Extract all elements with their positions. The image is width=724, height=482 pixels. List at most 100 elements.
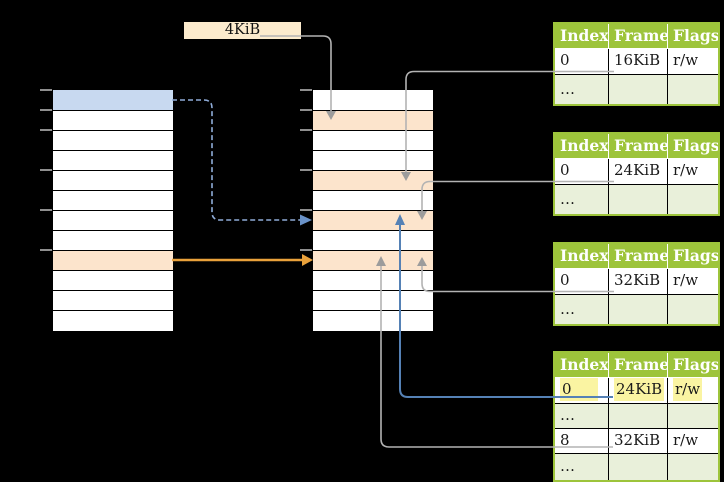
- highlighted-value: r/w: [673, 378, 703, 401]
- page-size-label: 4KiB: [183, 21, 302, 40]
- tick-mark: [300, 129, 312, 131]
- table-cell: [667, 454, 718, 480]
- tick-mark: [40, 129, 52, 131]
- table-header-cell: Index: [560, 136, 608, 155]
- arrow-virtual-blue-to-physical: [172, 99, 300, 221]
- table-cell: 0: [555, 378, 608, 403]
- table-cell: …: [555, 75, 608, 104]
- table-header-cell: Index: [560, 26, 608, 45]
- table-cell: 0: [560, 51, 570, 69]
- table-header-cell: Index: [560, 246, 608, 265]
- table-header-cell: Index: [560, 355, 608, 374]
- memory-row: [52, 109, 173, 130]
- memory-row: [52, 189, 173, 210]
- table-header-cell: Flags: [667, 24, 718, 48]
- memory-row: [52, 229, 173, 250]
- table-header-cell: Frame: [608, 134, 667, 158]
- memory-row: [52, 169, 173, 190]
- memory-row: [312, 189, 433, 210]
- tick-mark: [300, 109, 312, 111]
- table-cell: …: [555, 454, 608, 480]
- memory-row: [312, 129, 433, 150]
- table-cell: [608, 295, 667, 324]
- table-row: 0 24KiB r/w: [555, 378, 718, 403]
- table-cell: 32KiB: [608, 269, 667, 294]
- memory-row: [312, 89, 433, 110]
- table-cell: …: [555, 295, 608, 324]
- table-row: …: [555, 453, 718, 480]
- memory-row: [52, 289, 173, 310]
- table-header-cell: Flags: [667, 134, 718, 158]
- table-cell: r/w: [667, 378, 718, 403]
- memory-row: [312, 249, 433, 270]
- table-cell: [667, 75, 718, 104]
- table-row: …: [555, 403, 718, 428]
- table-cell: …: [555, 185, 608, 214]
- memory-row: [52, 89, 173, 110]
- table-cell: …: [555, 404, 608, 428]
- memory-row: [312, 309, 433, 330]
- table-cell: 0: [560, 271, 570, 289]
- memory-row: [312, 229, 433, 250]
- memory-row: [312, 289, 433, 310]
- tick-mark: [40, 169, 52, 171]
- table-cell: [608, 75, 667, 104]
- table-cell: r/w: [667, 269, 718, 294]
- table-cell: r/w: [667, 429, 718, 453]
- memory-row: [312, 209, 433, 230]
- table-cell: 32KiB: [608, 429, 667, 453]
- tick-mark: [40, 109, 52, 111]
- table-cell: [608, 185, 667, 214]
- memory-row: [52, 149, 173, 170]
- memory-row: [52, 129, 173, 150]
- tick-mark: [40, 209, 52, 211]
- table-header-cell: Frame: [608, 353, 667, 377]
- memory-row: [312, 149, 433, 170]
- table-cell: [608, 454, 667, 480]
- table-header-cell: Flags: [667, 244, 718, 268]
- tick-mark: [300, 169, 312, 171]
- table-cell: r/w: [667, 49, 718, 74]
- table-row: …: [555, 74, 718, 104]
- memory-row: [52, 309, 173, 330]
- virtual-memory-column: [51, 88, 174, 332]
- table-row: …: [555, 294, 718, 324]
- tick-mark: [300, 209, 312, 211]
- table-cell: 8: [560, 431, 570, 449]
- table-cell: [667, 185, 718, 214]
- tick-mark: [300, 89, 312, 91]
- table-header-cell: Flags: [667, 353, 718, 377]
- table-cell: 0: [560, 161, 570, 179]
- tick-mark: [40, 89, 52, 91]
- tick-mark: [40, 249, 52, 251]
- tick-mark: [300, 249, 312, 251]
- table-header-cell: Frame: [608, 244, 667, 268]
- table-cell: r/w: [667, 159, 718, 184]
- table-header-cell: Frame: [608, 24, 667, 48]
- highlighted-value: 0: [560, 378, 598, 401]
- memory-row: [312, 169, 433, 190]
- memory-row: [52, 249, 173, 270]
- arrowhead-right-icon: [300, 214, 312, 226]
- memory-row: [312, 269, 433, 290]
- table-row: …: [555, 184, 718, 214]
- table-cell: 24KiB: [608, 378, 667, 403]
- memory-row: [52, 209, 173, 230]
- table-cell: [667, 295, 718, 324]
- memory-row: [52, 269, 173, 290]
- table-cell: 24KiB: [608, 159, 667, 184]
- highlighted-value: 24KiB: [614, 378, 665, 401]
- table-cell: 16KiB: [608, 49, 667, 74]
